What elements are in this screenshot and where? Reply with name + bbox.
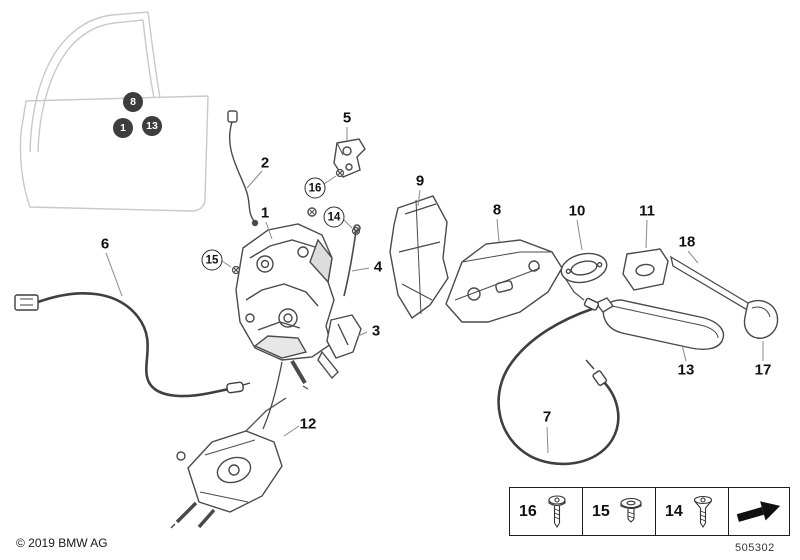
screw-16-glyph: [335, 168, 345, 178]
door-badge-8[interactable]: 8: [123, 92, 143, 112]
legend-label-16: 16: [519, 502, 537, 520]
legend-arrow-cell: [729, 488, 789, 535]
bowden-cable-7: [497, 297, 620, 466]
callout-part-13[interactable]: 13: [677, 361, 695, 379]
trim-strip-18: [670, 255, 753, 314]
handle-carrier-8: [445, 239, 585, 323]
actuating-rod-4: [343, 224, 361, 297]
door-badge-1[interactable]: 1: [113, 118, 133, 138]
flat-head-screw-icon: [618, 495, 644, 529]
cover-9: [389, 195, 449, 320]
callout-part-12[interactable]: 12: [299, 415, 317, 433]
callout-part-7[interactable]: 7: [542, 408, 552, 426]
lock-actuator-12: [170, 361, 287, 529]
bracket-3: [317, 314, 362, 380]
callout-part-4[interactable]: 4: [373, 258, 383, 276]
handle-cap-17: [743, 299, 779, 339]
door-badge-13[interactable]: 13: [142, 116, 162, 136]
callout-part-18[interactable]: 18: [678, 233, 696, 251]
bracket-11: [622, 248, 669, 291]
callout-part-9[interactable]: 9: [415, 172, 425, 190]
legend-item-15: 15: [583, 488, 656, 535]
door-outline: [19, 11, 209, 212]
lock-rod-cable-2: [227, 110, 259, 227]
callout-part-6[interactable]: 6: [100, 235, 110, 253]
fastener-legend: 16 15: [509, 487, 790, 536]
pan-head-torx-screw-icon: [545, 494, 569, 530]
callout-part-11[interactable]: 11: [639, 202, 655, 220]
callout-part-3[interactable]: 3: [371, 322, 381, 340]
leader-lines: [105, 127, 764, 454]
legend-label-15: 15: [592, 502, 610, 520]
callout-screw-16[interactable]: 16: [304, 177, 326, 199]
copyright-text: © 2019 BMW AG: [16, 536, 108, 550]
gasket-10: [560, 252, 608, 284]
callout-part-10[interactable]: 10: [568, 202, 586, 220]
countersunk-torx-screw-icon: [691, 494, 715, 530]
callout-part-17[interactable]: 17: [754, 361, 772, 379]
callout-part-1[interactable]: 1: [260, 204, 270, 222]
legend-label-14: 14: [665, 502, 683, 520]
direction-arrow-icon: [731, 493, 787, 531]
callout-part-5[interactable]: 5: [342, 109, 352, 127]
callout-screw-14[interactable]: 14: [323, 206, 345, 228]
legend-item-16: 16: [510, 488, 583, 535]
callout-part-2[interactable]: 2: [260, 154, 270, 172]
diagram-number: 505302: [735, 542, 775, 554]
door-lock-1: [235, 207, 335, 390]
striker-bracket-5: [333, 138, 366, 178]
bowden-cable-6: [14, 292, 251, 398]
callout-part-8[interactable]: 8: [492, 201, 502, 219]
legend-item-14: 14: [656, 488, 729, 535]
callout-screw-15[interactable]: 15: [201, 249, 223, 271]
outer-door-handle-13: [594, 297, 725, 350]
